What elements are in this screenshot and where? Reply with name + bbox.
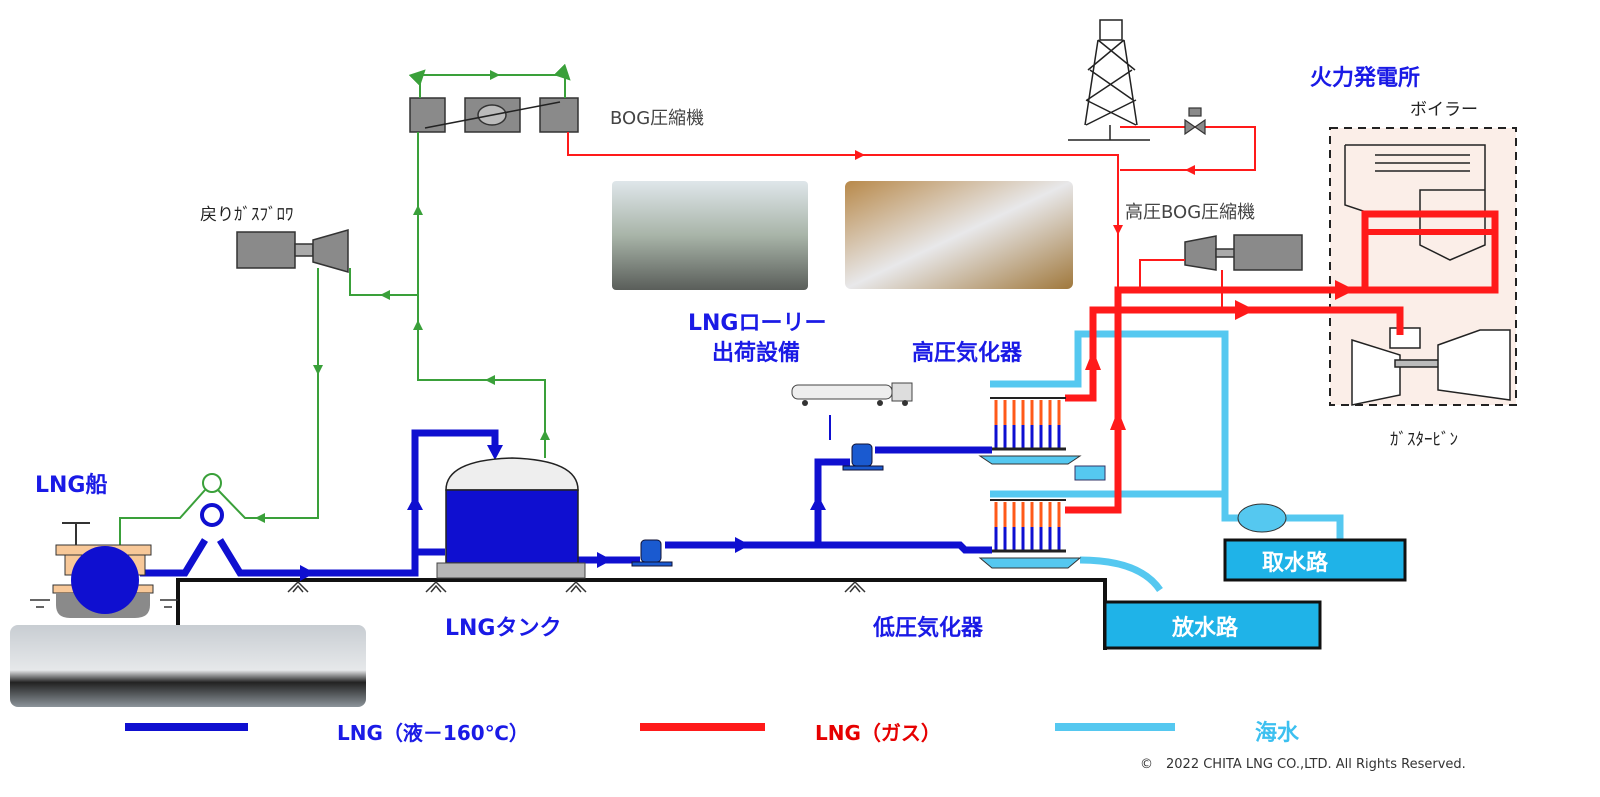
lorry-label-line2: 出荷設備 [712,340,800,366]
gas-turbine-label: ｶﾞｽﾀｰﾋﾞﾝ [1390,430,1458,450]
lorry-label-line1: LNGローリー [688,311,827,336]
lng-liquid-lines [140,415,992,577]
lorry-station-photo [612,181,808,290]
pipe-support-icon [287,580,866,593]
copyright: © 2022 CHITA LNG CO.,LTD. All Rights Res… [1140,757,1466,772]
legend-label-lng-liquid: LNG（液－160℃） [337,721,529,745]
hp-bog-compressor-label: 高圧BOG圧縮機 [1125,202,1255,223]
lng-tank-icon [436,457,586,579]
gas-turbine-icon [1351,327,1511,406]
lng-ship-photo [10,625,366,707]
lng-ship-icon [30,522,178,618]
bog-compressor-label: BOG圧縮機 [610,108,704,129]
return-gas-blower-icon [236,229,349,273]
lp-vaporizer-label: 低圧気化器 [872,615,984,641]
seawater-lines [990,330,1344,593]
power-plant-label: 火力発電所 [1310,66,1420,91]
flare-tower-icon [1068,19,1150,141]
boiler-label: ボイラー [1410,100,1478,120]
legend-label-lng-gas: LNG（ガス） [815,721,941,745]
intake-channel [1223,538,1407,582]
discharge-channel [1103,600,1322,650]
hp-vaporizer-icon [978,397,1082,465]
legend: LNG（液－160℃） LNG（ガス） 海水 [125,720,1300,746]
legend-label-seawater: 海水 [1255,720,1300,746]
valve-icon [1184,107,1206,136]
hp-vaporizer-label: 高圧気化器 [912,340,1023,366]
lng-pump-icon [631,443,884,567]
lp-vaporizer-icon [978,499,1082,569]
vaporizer-photo [845,181,1073,289]
lng-ship-label: LNG船 [35,472,108,498]
drain-basin [1074,465,1106,481]
loading-arm-joint [200,503,224,527]
lng-tank-label: LNGタンク [445,616,562,641]
bog-compressor-icon [409,97,579,133]
intake-label: 取水路 [1262,550,1329,576]
bog-arrow [255,70,550,523]
return-gas-blower-label: 戻りｶﾞｽﾌﾞﾛﾜ [200,205,294,225]
discharge-label: 放水路 [1171,615,1239,641]
seawater-pump-icon [1237,503,1287,533]
lng-lorry-icon [791,382,913,406]
hp-bog-compressor-icon [1184,234,1303,271]
